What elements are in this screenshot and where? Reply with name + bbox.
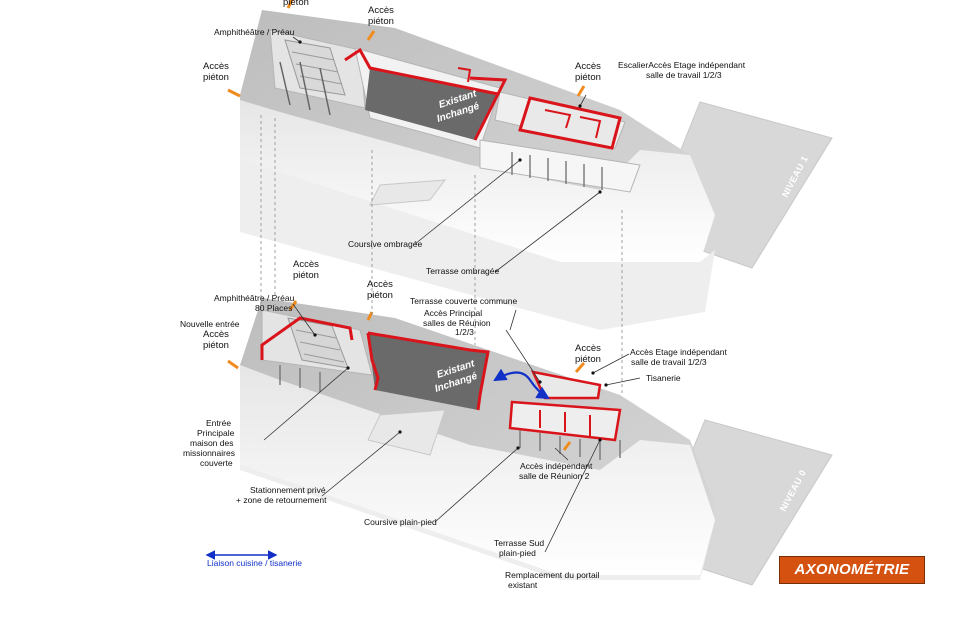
- label-lower-portail-2: existant: [508, 580, 538, 590]
- kitchen-tisanerie-link: [493, 368, 550, 400]
- label-upper-acces-top-mid-1: Accès: [368, 5, 394, 16]
- label-lower-entree-1: Entrée: [206, 418, 231, 428]
- label-lower-acces-principal-3: 1/2/3: [455, 327, 474, 337]
- label-upper-acces-left-2: piéton: [203, 72, 229, 83]
- access-marker: [288, 300, 298, 311]
- lower-annotations: Accès piéton Accès piéton Amphithéâtre /…: [180, 259, 728, 590]
- label-lower-portail-1: Remplacement du portail: [505, 570, 600, 580]
- label-lower-acces-b-1: Accès: [367, 279, 393, 290]
- label-lower-entree-2: Principale: [197, 428, 235, 438]
- label-lower-acces-reunion-1: Accès indépendant: [520, 461, 593, 471]
- legend: Liaison cuisine / tisanerie: [205, 550, 302, 568]
- label-lower-acces-d-1: Accès: [575, 343, 601, 354]
- label-lower-entree-3: maison des: [190, 438, 233, 448]
- lower-level-model: Existant Inchangé: [227, 298, 715, 580]
- access-marker: [227, 359, 239, 370]
- label-upper-coursive: Coursive ombragée: [348, 239, 422, 249]
- label-lower-entree-5: couverte: [200, 458, 233, 468]
- label-upper-acces-right-1: Accès: [575, 61, 601, 72]
- label-lower-stationnement-2: + zone de retournement: [236, 495, 327, 505]
- label-lower-terrasse-sud-1: Terrasse Sud: [494, 538, 544, 548]
- label-lower-acces-b-2: piéton: [367, 290, 393, 301]
- label-lower-tisanerie: Tisanerie: [646, 373, 681, 383]
- upper-annotations: piéton Accès piéton Amphithéâtre / Préau…: [203, 0, 746, 276]
- access-marker: [574, 362, 586, 373]
- label-lower-acces-etage-1: Accès Etage indépendant: [630, 347, 728, 357]
- label-lower-acces-reunion-2: salle de Réunion 2: [519, 471, 590, 481]
- label-lower-acces-a-1: Accès: [293, 259, 319, 270]
- axonometrie-badge: AXONOMÉTRIE: [779, 556, 925, 584]
- label-lower-terrasse-sud-2: plain-pied: [499, 548, 536, 558]
- label-lower-acces-c-2: piéton: [203, 340, 229, 351]
- label-upper-escalier-1: EscalierAccès Etage indépendant: [618, 60, 746, 70]
- label-lower-stationnement-1: Stationnement privé: [250, 485, 326, 495]
- label-lower-acces-c-1: Accès: [203, 329, 229, 340]
- vertical-dashed-links: [260, 115, 623, 395]
- label-upper-acces-top-mid-2: piéton: [368, 16, 394, 27]
- access-marker: [576, 85, 586, 97]
- label-upper-acces-right-2: piéton: [575, 72, 601, 83]
- access-marker: [366, 30, 376, 41]
- access-marker: [227, 88, 241, 98]
- label-upper-amphi: Amphithéâtre / Préau: [214, 27, 295, 37]
- label-lower-amphi-2: 80 Places: [255, 303, 292, 313]
- label-lower-acces-d-2: piéton: [575, 354, 601, 365]
- label-lower-acces-etage-2: salle de travail 1/2/3: [631, 357, 707, 367]
- label-upper-terrasse: Terrasse ombragée: [426, 266, 500, 276]
- access-marker: [366, 311, 374, 321]
- label-lower-acces-principal-1: Accès Principal: [424, 308, 482, 318]
- upper-level-model: Existant Inchangé: [227, 0, 715, 330]
- label-lower-coursive: Coursive plain-pied: [364, 517, 437, 527]
- label-lower-acces-a-2: piéton: [293, 270, 319, 281]
- label-upper-acces-top-left: piéton: [283, 0, 309, 8]
- access-marker: [286, 0, 294, 9]
- leader-lines: [263, 36, 641, 553]
- label-upper-escalier-2: salle de travail 1/2/3: [646, 70, 722, 80]
- label-lower-amphi-1: Amphithéâtre / Préau: [214, 293, 295, 303]
- label-lower-nouvelle-entree: Nouvelle entrée: [180, 319, 240, 329]
- label-upper-acces-left-1: Accès: [203, 61, 229, 72]
- legend-label: Liaison cuisine / tisanerie: [207, 558, 302, 568]
- label-lower-entree-4: missionnaires: [183, 448, 235, 458]
- label-lower-acces-principal-2: salles de Réunion: [423, 318, 491, 328]
- access-marker: [562, 441, 572, 451]
- label-lower-terrasse-couverte: Terrasse couverte commune: [410, 296, 518, 306]
